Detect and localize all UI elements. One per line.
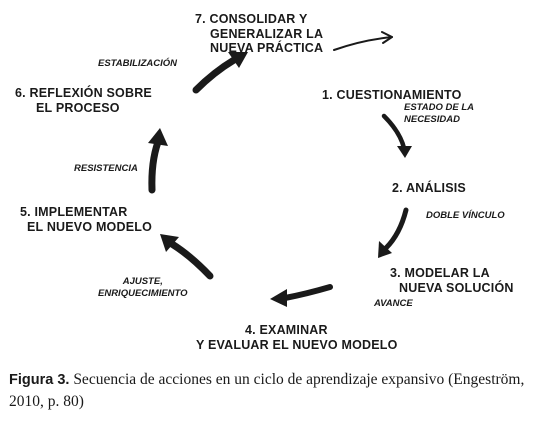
arrow-consolidar-out: [333, 31, 393, 51]
caption-label: Figura 3.: [9, 372, 70, 388]
caption-text: Secuencia de acciones en un ciclo de apr…: [9, 371, 525, 410]
arrow-reflexion-consolidar: [192, 52, 248, 94]
cycle-diagram: [148, 31, 412, 307]
arrow-cuestionamiento-analisis: [381, 113, 412, 158]
arrow-implementar-reflexion: [148, 128, 168, 194]
note-avance: AVANCE: [374, 298, 413, 309]
step-analisis: 2. ANÁLISIS: [392, 181, 466, 195]
step-reflexion: 6. REFLEXIÓN SOBRE EL PROCESO: [15, 86, 152, 115]
step-cuestionamiento: 1. CUESTIONAMIENTO: [322, 88, 462, 102]
note-estado-necesidad: ESTADO DE LA NECESIDAD: [404, 102, 475, 125]
arrow-examinar-implementar: [160, 234, 214, 280]
note-ajuste: AJUSTE, ENRIQUECIMIENTO: [98, 276, 188, 299]
note-doble-vinculo: DOBLE VÍNCULO: [426, 210, 505, 221]
step-modelar: 3. MODELAR LA NUEVA SOLUCIÓN: [390, 266, 514, 295]
figure-caption: Figura 3. Secuencia de acciones en un ci…: [9, 369, 531, 412]
arrow-analisis-modelar: [378, 207, 409, 258]
step-consolidar: 7. CONSOLIDAR Y GENERALIZAR LA NUEVA PRÁ…: [195, 12, 324, 55]
step-examinar: 4. EXAMINAR Y EVALUAR EL NUEVO MODELO: [196, 323, 398, 352]
note-resistencia: RESISTENCIA: [74, 163, 138, 174]
note-estabilizacion: ESTABILIZACIÓN: [98, 58, 177, 69]
arrow-modelar-examinar: [270, 284, 333, 307]
step-implementar: 5. IMPLEMENTAR EL NUEVO MODELO: [20, 205, 153, 234]
